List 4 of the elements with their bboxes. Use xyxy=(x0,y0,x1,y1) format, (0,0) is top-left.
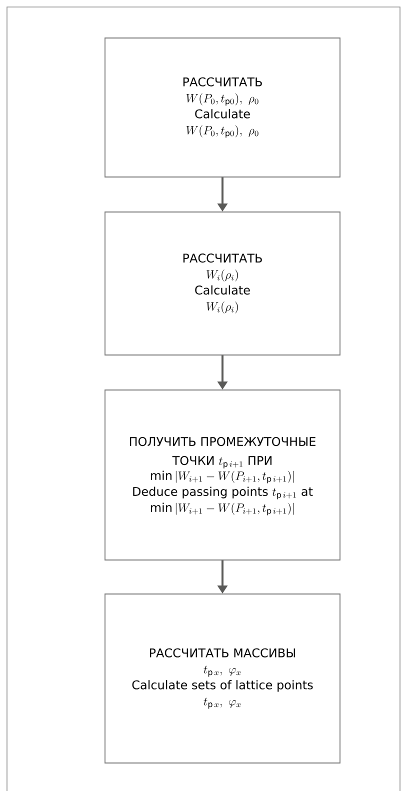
process-box: РАССЧИТАТЬ МАССИВЫ $t_{\mathrm{p}\,x},\ \varphi_{x}$ Calculate sets of lattice points $t_{\mathrm{p}\,x},\ \varphi_{x}$ xyxy=(104,594,340,764)
process-box: РАССЧИТАТЬ $W_{i}(\rho_{i})$ Calculate $W_{i}(\rho_{i})$ xyxy=(104,212,340,356)
process-box: $\begin{gathered}\text{ПОЛУЧИТЬ ПРОМЕЖУТОЧНЫЕ}\\ \text{ТОЧКИ }t_{\mathrm{p}\,i+1}\text{ ПРИ}\end{gathered}$ $\min|W_{i+1}-W(P_{i+1},t_{\mathrm{p}\,i+1})|$ $\text{Deduce passing points }t_{\mathrm{p}\,i+1}\text{ at}$ $\min|W_{i+1}-W(P_{i+1},t_{\mathrm{p}\,i+1})|$ xyxy=(104,390,340,560)
process-box: РАССЧИТАТЬ $W(P_{0},t_{\mathrm{p}0}),\ \rho_{0}$ Calculate $W(P_{0},t_{\mathrm{p}0}),\ \rho_{0}$ xyxy=(104,38,340,178)
